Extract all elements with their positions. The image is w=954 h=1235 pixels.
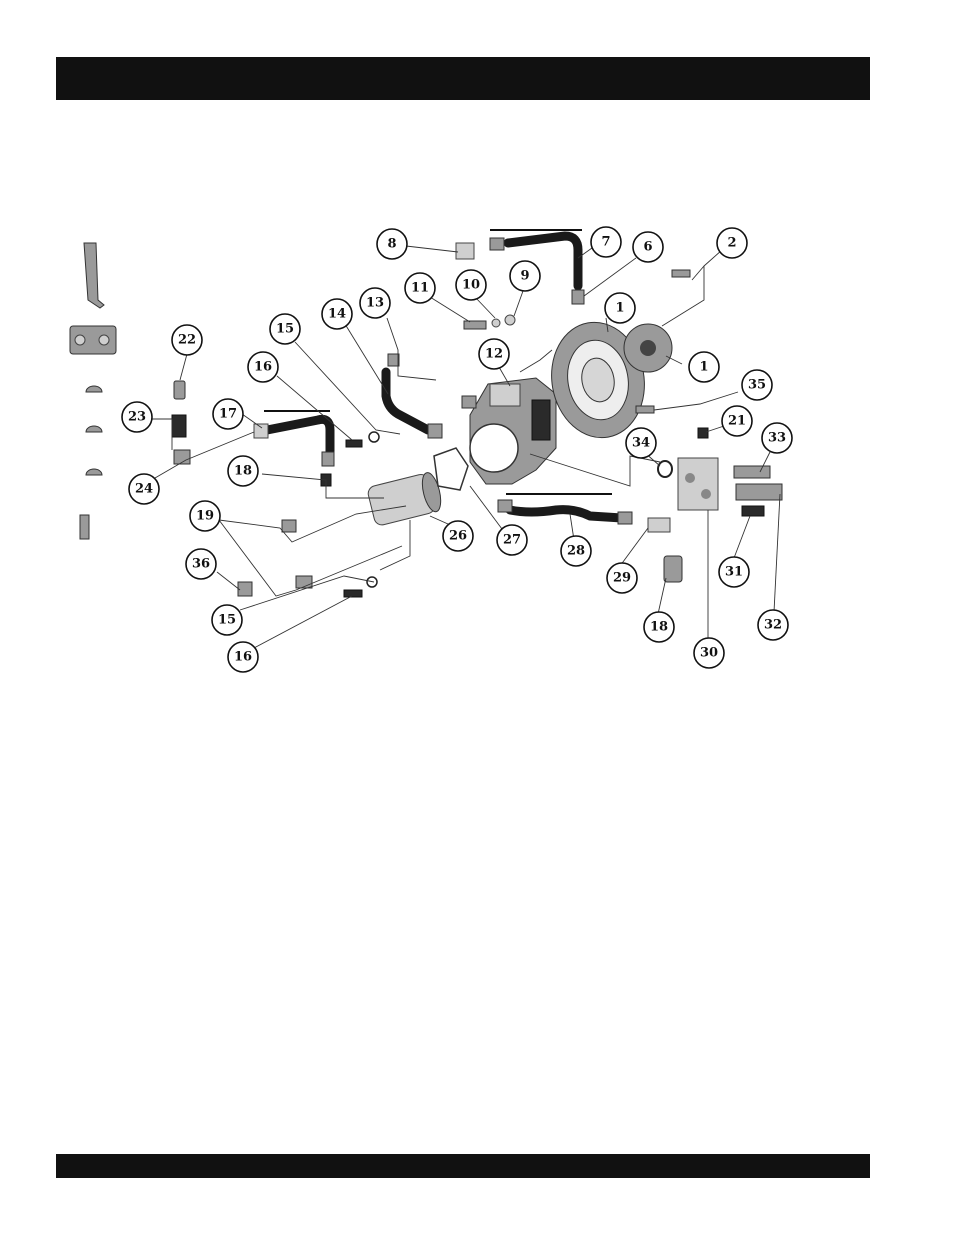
clamp-half-part — [86, 386, 102, 392]
callout-1-lower: 1 — [689, 352, 719, 382]
callout-label: 36 — [192, 557, 210, 572]
callout-9: 9 — [510, 261, 540, 291]
callout-18-left: 18 — [228, 456, 258, 486]
callout-label: 18 — [650, 620, 668, 635]
callout-26: 26 — [443, 521, 473, 551]
callout-label: 9 — [520, 269, 529, 284]
callout-label: 11 — [411, 281, 429, 296]
clamp-half-part — [86, 469, 102, 475]
callout-label: 15 — [276, 322, 294, 337]
callout-label: 15 — [218, 613, 236, 628]
callout-label: 31 — [725, 565, 743, 580]
callout-2: 2 — [717, 228, 747, 258]
callout-13: 13 — [360, 288, 390, 318]
callout-11: 11 — [405, 273, 435, 303]
callout-16-upper: 16 — [248, 352, 278, 382]
callout-21: 21 — [722, 406, 752, 436]
callout-1-upper: 1 — [605, 293, 635, 323]
callout-29: 29 — [607, 563, 637, 593]
callout-label: 2 — [727, 236, 736, 251]
callout-15-lower: 15 — [212, 605, 242, 635]
callout-36: 36 — [186, 549, 216, 579]
callout-label: 16 — [254, 360, 272, 375]
callout-24: 24 — [129, 474, 159, 504]
callout-17: 17 — [213, 399, 243, 429]
callout-label: 10 — [462, 278, 480, 293]
valve-block-part — [678, 458, 718, 510]
callout-18-right: 18 — [644, 612, 674, 642]
callout-28: 28 — [561, 536, 591, 566]
callout-label: 27 — [503, 533, 521, 548]
callout-label: 30 — [700, 646, 718, 661]
callout-label: 17 — [219, 407, 237, 422]
callout-label: 34 — [632, 436, 650, 451]
callout-label: 26 — [449, 529, 467, 544]
callout-label: 1 — [699, 360, 708, 375]
callout-label: 21 — [728, 414, 746, 429]
callout-7: 7 — [591, 227, 621, 257]
callout-label: 23 — [128, 410, 146, 425]
callout-30: 30 — [694, 638, 724, 668]
callout-34: 34 — [626, 428, 656, 458]
callout-22: 22 — [172, 325, 202, 355]
callout-label: 35 — [748, 378, 766, 393]
callout-6: 6 — [633, 232, 663, 262]
callout-label: 32 — [764, 618, 782, 633]
callout-label: 22 — [178, 333, 196, 348]
callout-15-upper: 15 — [270, 314, 300, 344]
callout-label: 14 — [328, 307, 346, 322]
callout-label: 18 — [234, 464, 252, 479]
callout-35: 35 — [742, 370, 772, 400]
bracket-part — [84, 243, 104, 308]
callout-23: 23 — [122, 402, 152, 432]
callout-8: 8 — [377, 229, 407, 259]
callout-32: 32 — [758, 610, 788, 640]
callout-10: 10 — [456, 270, 486, 300]
callout-label: 6 — [643, 240, 652, 255]
callout-label: 1 — [615, 301, 624, 316]
callout-19: 19 — [190, 501, 220, 531]
callout-label: 12 — [485, 347, 503, 362]
callout-27: 27 — [497, 525, 527, 555]
callout-label: 16 — [234, 650, 252, 665]
callout-label: 29 — [613, 571, 631, 586]
callout-label: 28 — [567, 544, 585, 559]
callout-31: 31 — [719, 557, 749, 587]
callout-label: 13 — [366, 296, 384, 311]
callout-label: 19 — [196, 509, 214, 524]
callout-label: 8 — [387, 237, 396, 252]
bolt-part — [80, 515, 89, 539]
callout-14: 14 — [322, 299, 352, 329]
callout-label: 33 — [768, 431, 786, 446]
clamp-half-part — [86, 426, 102, 432]
callout-label: 24 — [135, 482, 153, 497]
callout-33: 33 — [762, 423, 792, 453]
callout-label: 7 — [601, 235, 610, 250]
callout-12: 12 — [479, 339, 509, 369]
callout-16-lower: 16 — [228, 642, 258, 672]
